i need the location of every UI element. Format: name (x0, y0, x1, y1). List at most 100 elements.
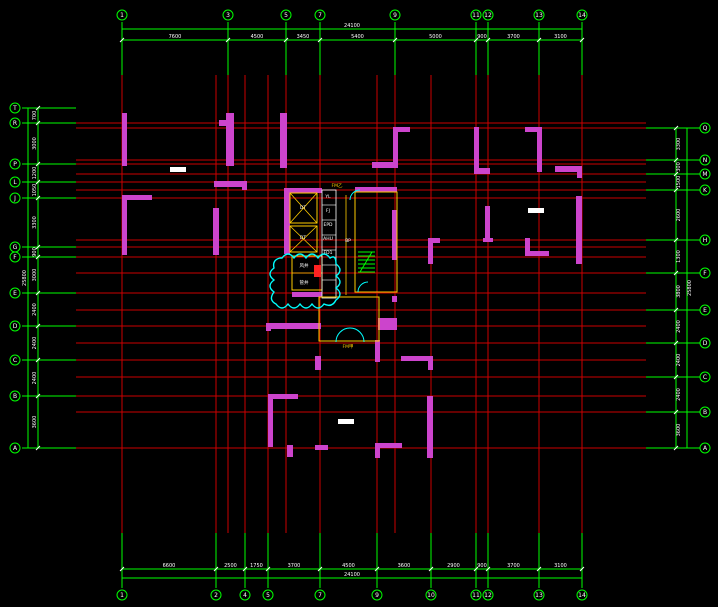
core-room-label: YL (324, 194, 331, 200)
fire-hydrant-box (314, 265, 321, 277)
dimension-tick (35, 179, 41, 185)
wall-segment (428, 356, 433, 370)
dimension-value: 900 (477, 563, 487, 569)
axis-bubble (699, 154, 711, 166)
elevator-cross (289, 192, 318, 224)
wall-segment (284, 188, 290, 254)
wall-segment (555, 166, 581, 172)
axis-bubble-label: 13 (535, 12, 543, 19)
wall-segment (226, 113, 234, 166)
dimension-tick (317, 566, 323, 572)
wall-segment (375, 340, 380, 362)
dimension-value: 3600 (398, 563, 411, 569)
dimension-tick (536, 37, 542, 43)
axis-bubble-label: 5 (266, 592, 270, 599)
axis-bubble-label: L (13, 179, 17, 186)
axis-bubble-label: D (13, 323, 18, 330)
wall-segment (485, 206, 490, 240)
dimension-value: 1300 (676, 250, 682, 263)
dimension-tick (35, 323, 41, 329)
dimension-tick (35, 120, 41, 126)
dimension-tick (119, 566, 125, 572)
elevator-cross (289, 225, 318, 253)
dimension-tick (225, 37, 231, 43)
axis-bubble (576, 589, 588, 601)
axis-bubble (699, 122, 711, 134)
axis-bubble-label: 14 (578, 12, 586, 19)
axis-bubble (533, 589, 545, 601)
dimension-value: 2400 (676, 388, 682, 401)
axis-bubble (116, 9, 128, 21)
axis-bubble-label: 11 (472, 592, 480, 599)
dimension-value: 2400 (676, 354, 682, 367)
axis-bubble-label: 10 (427, 592, 435, 599)
axis-bubble (210, 589, 222, 601)
dimension-value: 5400 (351, 34, 364, 40)
wall-segment (280, 113, 287, 168)
axis-bubble-label: M (702, 171, 707, 178)
dimension-value: 3300 (32, 216, 38, 229)
axis-bubble-label: G (13, 244, 18, 251)
dimension-value: 3450 (297, 34, 310, 40)
core-room-label: DT (300, 235, 306, 241)
door-swing (349, 189, 361, 201)
dimension-tick (428, 566, 434, 572)
axis-bubble (9, 102, 21, 114)
dimension-value: 2900 (447, 563, 460, 569)
axis-bubble (699, 267, 711, 279)
wall-segment (401, 356, 432, 361)
dimension-value: 5000 (429, 34, 442, 40)
dimension-value: 3700 (288, 563, 301, 569)
wall-segment (537, 127, 542, 172)
axis-bubble (314, 589, 326, 601)
axis-bubble (470, 9, 482, 21)
dimension-tick (473, 37, 479, 43)
wall-segment (268, 394, 298, 399)
wall-segment (375, 443, 380, 458)
axis-bubble-label: F (13, 254, 17, 261)
axis-bubble-label: Q (703, 125, 708, 132)
dimension-tick (392, 37, 398, 43)
dimension-value: 2400 (32, 303, 38, 316)
dimension-total: 24100 (344, 572, 360, 578)
dimension-value: 3000 (32, 137, 38, 150)
axis-bubble (9, 390, 21, 402)
axis-bubble-label: A (703, 445, 708, 452)
dimension-tick (119, 37, 125, 43)
dimension-tick (242, 566, 248, 572)
dimension-value: 3700 (507, 563, 520, 569)
axis-bubble (699, 442, 711, 454)
dimension-tick (673, 374, 679, 380)
dimension-tick (283, 37, 289, 43)
dimension-value: 3000 (32, 269, 38, 282)
dimension-tick (579, 566, 585, 572)
axis-bubble (9, 251, 21, 263)
dimension-value: 6600 (163, 563, 176, 569)
revision-cloud (269, 253, 341, 309)
wall-segment (392, 210, 397, 260)
wall-segment (122, 195, 152, 200)
axis-bubble-label: 3 (226, 12, 230, 19)
door-label: FM甲 (343, 344, 354, 350)
axis-bubble-label: H (703, 237, 708, 244)
pipe-shafts (321, 189, 337, 299)
core-room-label: AHU (323, 236, 333, 242)
dimension-tick (35, 357, 41, 363)
dimension-tick (673, 270, 679, 276)
axis-bubble (262, 589, 274, 601)
axis-bubble-label: 12 (484, 592, 492, 599)
dimension-tick (317, 37, 323, 43)
axis-bubble (280, 9, 292, 21)
wall-segment (576, 196, 582, 264)
axis-bubble-label: 9 (375, 592, 379, 599)
axis-bubble (239, 589, 251, 601)
core-room-label: 风井 (300, 262, 309, 269)
axis-bubble (371, 589, 383, 601)
dimension-tick (579, 37, 585, 43)
axis-bubble (482, 9, 494, 21)
axis-bubble-label: D (703, 340, 708, 347)
wall-segment (525, 127, 542, 132)
front-room-outline (318, 296, 380, 342)
